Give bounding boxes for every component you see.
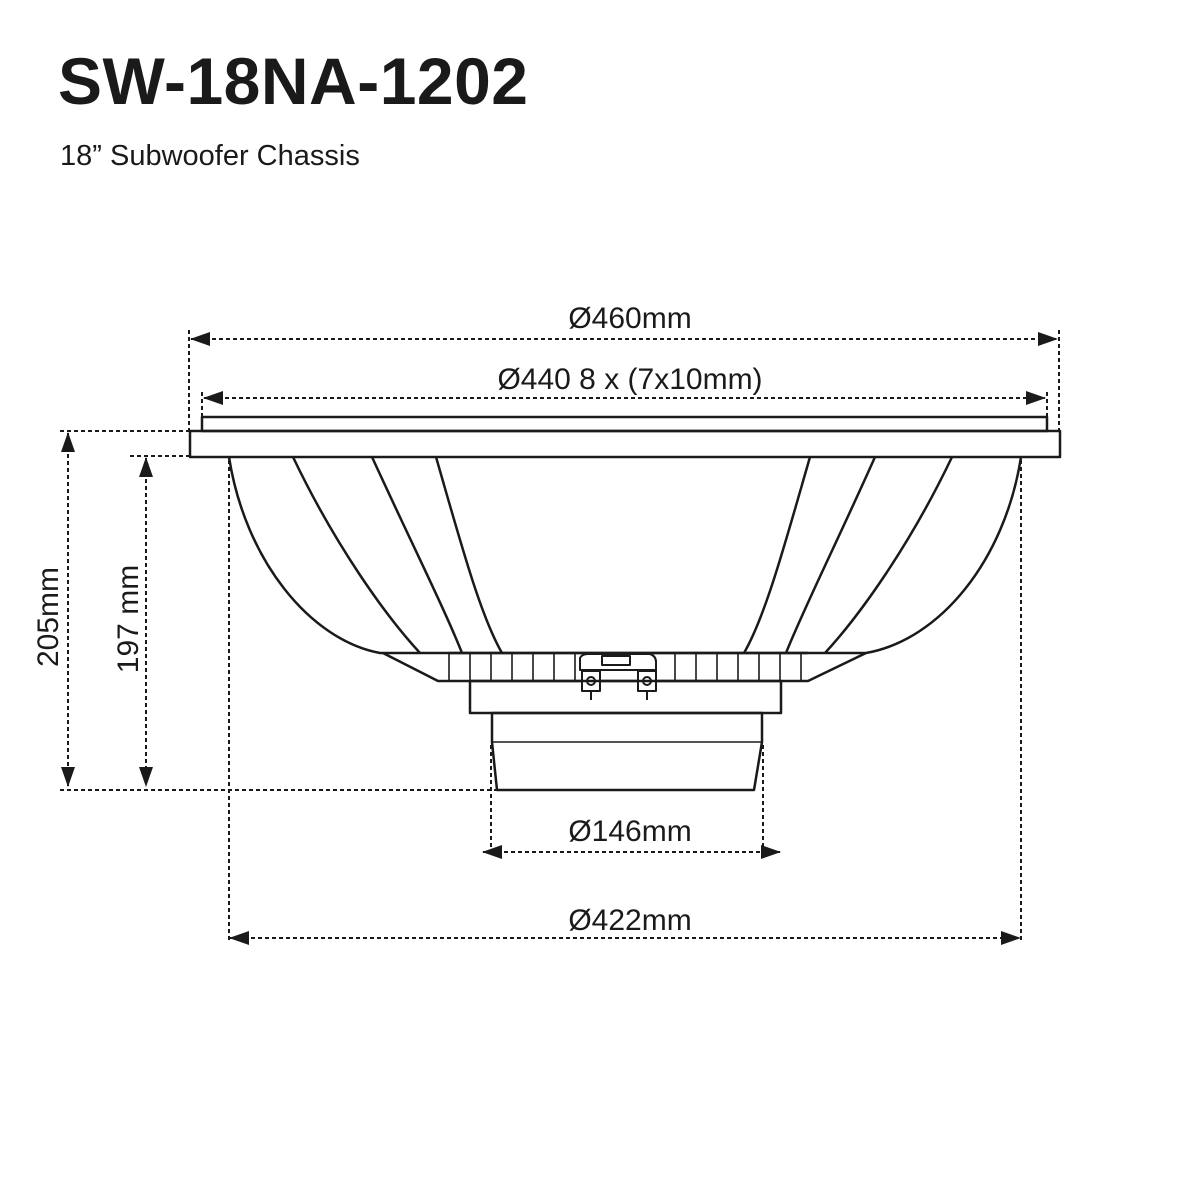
spoke-right-3 xyxy=(742,456,812,654)
terminal-block xyxy=(579,653,657,700)
gasket-ring xyxy=(200,415,1049,433)
label-bolt-circle: Ø440 8 x (7x10mm) xyxy=(497,363,762,396)
label-overall-diameter: Ø460mm xyxy=(568,302,691,335)
vent-slots xyxy=(448,653,802,681)
spoke-left-2 xyxy=(370,456,464,654)
model-title: SW-18NA-1202 xyxy=(58,44,529,118)
label-cutout-diameter: Ø422mm xyxy=(568,904,691,937)
spoke-right-1 xyxy=(824,456,954,654)
label-overall-depth: 205mm xyxy=(32,567,65,667)
product-subtitle: 18” Subwoofer Chassis xyxy=(60,140,360,172)
mounting-flange xyxy=(188,429,1062,459)
label-mounting-depth: 197 mm xyxy=(112,565,145,673)
motor-top-plate xyxy=(468,679,783,715)
magnet-body xyxy=(490,711,764,792)
basket-spokes xyxy=(291,456,954,654)
speaker-chassis xyxy=(188,415,1062,792)
dimension-arrows xyxy=(61,332,1058,945)
spoke-left-1 xyxy=(291,456,421,654)
label-magnet-diameter: Ø146mm xyxy=(568,815,691,848)
spoke-left-3 xyxy=(434,456,504,654)
dimension-lines xyxy=(60,330,1060,940)
spoke-right-2 xyxy=(784,456,877,654)
